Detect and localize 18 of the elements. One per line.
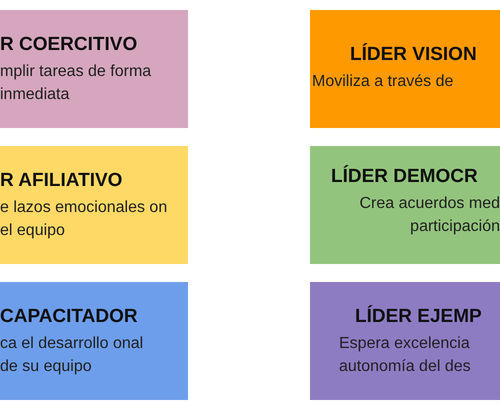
card-description: Crea acuerdos med participación [358, 194, 500, 237]
card-description: e lazos emocionales on el equipo [0, 198, 168, 241]
card-description: Espera excelencia autonomía del des [339, 334, 472, 377]
leader-style-card [310, 282, 500, 400]
card-title: R COERCITIVO [0, 34, 138, 56]
card-description: ca el desarrollo onal de su equipo [0, 334, 144, 377]
card-title: LÍDER VISION [350, 44, 477, 66]
card-title: LÍDER EJEMP [355, 306, 482, 328]
leader-style-card [0, 282, 188, 400]
card-description: mplir tareas de forma inmediata [0, 62, 152, 105]
card-title: LÍDER DEMOCR [331, 166, 478, 188]
card-description: Moviliza a través de [312, 72, 454, 92]
leader-style-card [0, 146, 188, 264]
leader-style-card [310, 10, 500, 128]
leader-style-card [310, 146, 500, 264]
card-title: R AFILIATIVO [0, 170, 122, 192]
leader-style-card [0, 10, 188, 128]
card-title: CAPACITADOR [0, 306, 138, 328]
